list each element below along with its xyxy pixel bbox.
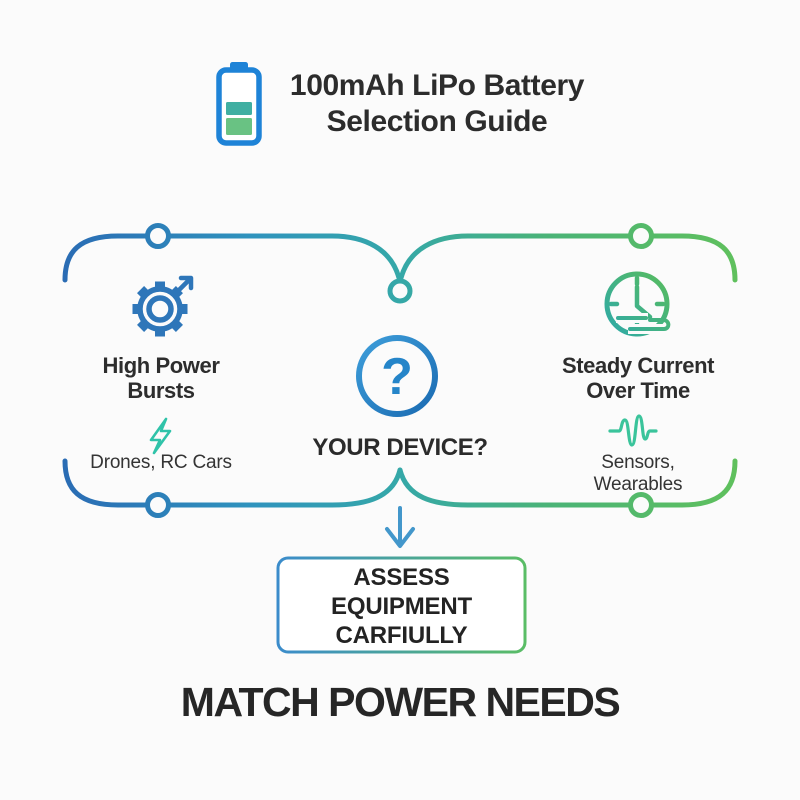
gear-burst-icon [132, 275, 194, 337]
right-branch-title-line2: Over Time [586, 378, 690, 403]
lightning-icon [149, 417, 172, 455]
outcome-line3: CARFIULLY [335, 621, 468, 649]
node-circles [145, 223, 654, 518]
right-branch-title: Steady Current Over Time [561, 353, 715, 403]
outcome-line2: EQUIPMENT [331, 592, 472, 620]
left-branch-title-line1: High Power [102, 353, 220, 378]
left-branch-title-line2: Bursts [127, 378, 195, 403]
down-arrow-icon [385, 506, 415, 548]
node-top-center [387, 278, 413, 304]
right-branch-examples: Sensors, Wearables [593, 452, 683, 495]
node-top-left [145, 223, 171, 249]
device-question-label: YOUR DEVICE? [312, 434, 488, 461]
battery-icon [216, 62, 262, 146]
footer-title: MATCH POWER NEEDS [180, 679, 621, 725]
outcome-line1: ASSESS [353, 563, 450, 591]
page-title: 100mAh LiPo Battery Selection Guide [289, 68, 585, 140]
page-title-line1: 100mAh LiPo Battery [289, 69, 585, 102]
left-branch-title: High Power Bursts [102, 353, 219, 403]
question-mark: ? [381, 348, 413, 406]
question-circle-icon: ? [356, 335, 438, 417]
page-title-line2: Selection Guide [326, 105, 548, 138]
waveform-icon [608, 414, 658, 447]
left-branch-examples: Drones, RC Cars [90, 452, 232, 473]
outcome-box-text: ASSESS EQUIPMENT CARFIULLY [278, 559, 525, 653]
node-top-right [628, 223, 654, 249]
outcome-box [276, 556, 527, 654]
clock-icon [604, 271, 671, 337]
header: 100mAh LiPo Battery Selection Guide [0, 62, 800, 146]
node-bottom-left [145, 492, 171, 518]
bracket-border [62, 233, 738, 508]
right-branch-title-line1: Steady Current [561, 353, 715, 378]
node-bottom-right [628, 492, 654, 518]
